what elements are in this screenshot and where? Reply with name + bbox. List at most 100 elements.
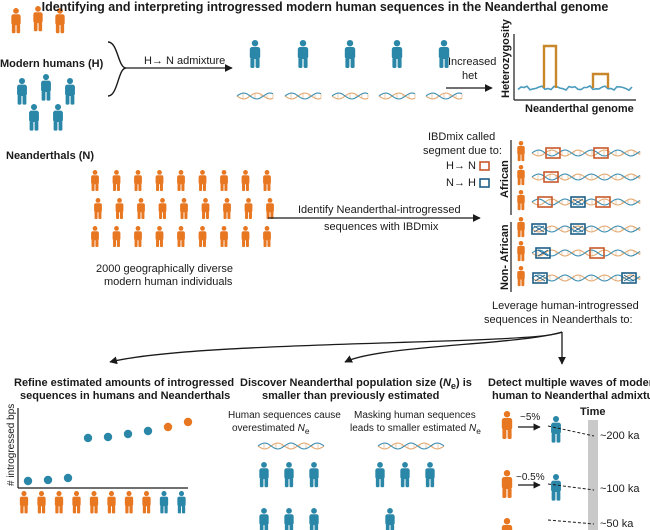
person-icon	[94, 198, 102, 219]
person-icon	[223, 198, 231, 219]
person-icon	[263, 226, 271, 247]
admixed-neanderthal-row	[236, 40, 463, 100]
increased-het-label-1: Increased	[448, 56, 497, 68]
ibdmix-called-line-1: IBDmix called	[428, 131, 496, 143]
human-cause-line-1: Human sequences cause	[228, 410, 341, 421]
arrow-to-ne	[344, 331, 563, 363]
dna-strand	[284, 92, 322, 100]
person-icon	[107, 491, 116, 514]
heterozygosity-axis-label: Heterozygosity	[500, 19, 512, 98]
data-dot	[183, 417, 193, 427]
person-icon	[158, 198, 167, 219]
person-icon	[134, 170, 142, 191]
introgressed-segment	[570, 223, 586, 235]
person-icon	[72, 491, 81, 514]
individuals-label-1: 2000 geographically diverse	[96, 263, 233, 275]
introgressed-segment	[589, 247, 605, 259]
introgressed-segment	[535, 247, 551, 259]
ne-title-subscript: e	[450, 381, 456, 392]
person-icon	[501, 518, 513, 530]
introgressed-segment	[545, 147, 561, 159]
top-neanderthal-group	[17, 74, 75, 131]
person-icon	[517, 190, 525, 211]
person-icon	[385, 508, 395, 530]
ne-title-line-1: Discover Neanderthal population size (Ne…	[240, 377, 472, 391]
dna-strand	[531, 149, 641, 157]
person-icon	[155, 226, 164, 247]
increased-het-label-2: het	[462, 70, 478, 82]
person-icon	[438, 40, 450, 68]
human-cause-line-2: overestimated Ne	[232, 423, 309, 436]
person-icon	[501, 411, 513, 439]
person-icon	[198, 226, 207, 247]
introgressed-segment	[532, 272, 548, 284]
person-icon	[112, 170, 121, 191]
dna-strand	[531, 225, 641, 233]
person-icon	[220, 170, 228, 191]
person-icon	[241, 170, 250, 191]
person-icon	[155, 170, 164, 191]
data-dot	[23, 476, 33, 486]
leverage-label-2: sequences in Neanderthals to:	[484, 314, 633, 326]
person-icon	[91, 170, 99, 191]
legend-hn-box	[479, 161, 490, 171]
person-icon	[309, 462, 319, 488]
person-icon	[29, 104, 39, 131]
heterozygosity-trace	[517, 84, 633, 92]
person-icon	[91, 226, 99, 247]
person-icon	[198, 170, 207, 191]
person-icon	[259, 508, 269, 530]
introgressed-segment	[531, 223, 547, 235]
ne-symbol-2: N	[468, 423, 477, 434]
time-label-100ka: ~100 ka	[600, 483, 640, 495]
person-icon	[244, 198, 253, 219]
bracket-connector	[107, 41, 127, 97]
person-icon	[180, 198, 188, 219]
waves-title-2: human to Neanderthal admixture	[492, 390, 650, 402]
waves-title-1: Detect multiple waves of modern	[488, 377, 650, 389]
introgressed-segment	[621, 272, 637, 284]
masking-line-2: leads to smaller estimated Ne	[350, 423, 481, 436]
introgressed-segment	[543, 171, 559, 183]
person-icon	[134, 226, 142, 247]
time-dash-1	[547, 425, 595, 437]
data-dot	[103, 432, 113, 442]
time-dash-3	[547, 519, 595, 525]
refine-panel-figures	[19, 417, 193, 514]
dna-strand	[531, 249, 641, 257]
non-african-label: Non- African	[499, 224, 511, 290]
individuals-label-2: modern human individuals	[104, 276, 233, 288]
person-icon	[220, 226, 228, 247]
neanderthal-genome-axis-label: Neanderthal genome	[525, 103, 634, 115]
person-icon	[551, 416, 561, 443]
person-icon	[551, 474, 561, 501]
person-icon	[159, 491, 169, 514]
time-label: Time	[580, 406, 606, 418]
human-cause-text: overestimated	[232, 423, 298, 434]
person-icon	[65, 78, 75, 105]
arrow-to-refine	[109, 331, 563, 365]
person-icon	[284, 462, 294, 488]
time-bar	[588, 420, 598, 530]
diagram-title: Identifying and interpreting introgresse…	[41, 0, 609, 14]
dna-strand	[531, 198, 641, 206]
person-icon	[89, 491, 99, 514]
person-icon	[137, 198, 145, 219]
time-label-50ka: ~50 ka	[600, 518, 634, 530]
person-icon	[112, 226, 121, 247]
person-icon	[17, 78, 27, 105]
dna-strand	[377, 442, 445, 450]
person-icon	[400, 462, 410, 488]
modern-humans-label: Modern humans (H)	[0, 58, 104, 70]
person-icon	[115, 198, 124, 219]
data-dot	[163, 422, 173, 432]
person-icon	[177, 170, 185, 191]
masking-text: leads to smaller estimated	[350, 423, 469, 434]
ne-title-part-1: Discover Neanderthal population size (	[240, 377, 443, 389]
wave-pct-2: ~0.5%	[516, 472, 545, 483]
refine-title-2: sequences in humans and Neanderthals	[20, 390, 231, 402]
wave-pct-1: ~5%	[520, 412, 541, 423]
dna-strand	[531, 173, 641, 181]
modern-human-individuals-grid	[91, 170, 274, 247]
